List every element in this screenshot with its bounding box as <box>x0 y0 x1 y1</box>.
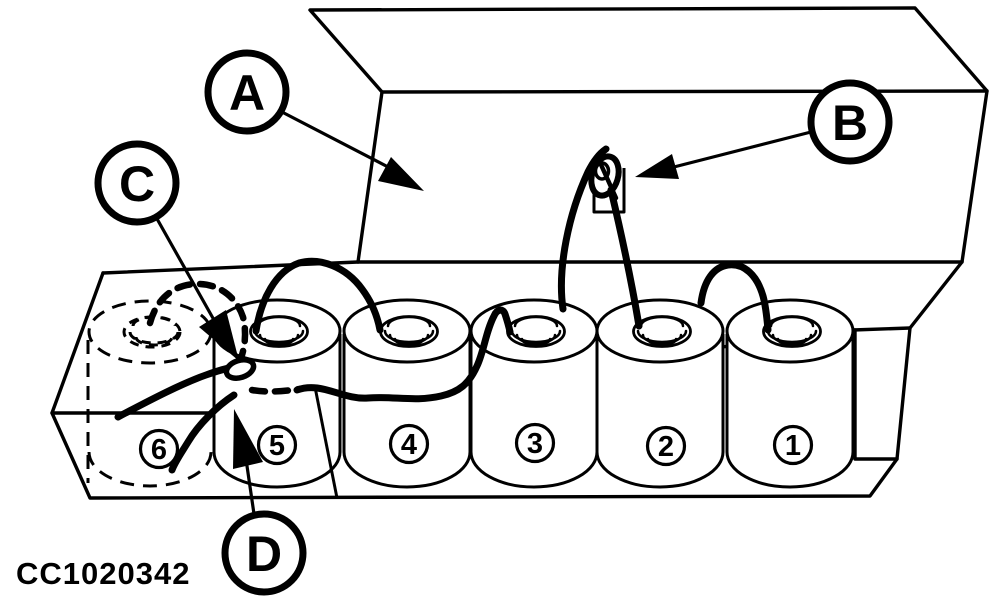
cylinder-number-3: 3 <box>514 422 556 464</box>
wire-cyl5-to-cyl4 <box>252 257 384 335</box>
callout-a-arrowhead <box>378 157 424 191</box>
callout-a-circle <box>204 49 290 135</box>
callout-b-circle <box>807 79 893 165</box>
wire-tail-lower <box>168 391 238 474</box>
callout-d-arrowhead <box>233 409 263 469</box>
cylinder-number-2: 2 <box>645 425 687 467</box>
callout-a-label: A <box>229 65 265 121</box>
wire-eyelet-to-cyl2 <box>607 186 643 330</box>
callout-d-label: D <box>246 526 282 582</box>
callout-c-circle <box>94 140 180 226</box>
callout-d-circle <box>221 510 307 596</box>
cylinder-5-number: 5 <box>269 430 285 462</box>
wire-cyl3-to-eyelet <box>557 145 610 313</box>
wire-eyelet-c <box>223 357 257 381</box>
cylinder-number-1: 1 <box>772 424 814 466</box>
cylinder-4-number: 4 <box>401 429 417 461</box>
callout-c-arrowhead <box>199 310 239 361</box>
cylinder-2-number: 2 <box>658 431 674 463</box>
wire-front-to-cyl3 <box>293 306 514 403</box>
callout-c-label: C <box>119 156 155 212</box>
cylinder-3-number: 3 <box>527 428 543 460</box>
callout-b-leader <box>668 130 813 170</box>
callout-b: B <box>635 79 893 179</box>
cylinder-number-5: 5 <box>256 424 298 466</box>
figure-code-label: CC1020342 <box>16 556 190 591</box>
wire-eyelet-b <box>588 153 626 214</box>
callout-b-label: B <box>832 95 868 151</box>
callout-c-leader <box>154 215 216 322</box>
wire-cyl2-to-cyl1 <box>697 261 772 334</box>
cylinder-6-number: 6 <box>151 434 167 466</box>
cylinder-1-number: 1 <box>785 430 801 462</box>
callout-c: C <box>94 140 239 361</box>
cylinder-number-4: 4 <box>388 423 430 465</box>
callout-a: A <box>204 49 424 191</box>
callout-d: D <box>221 409 307 596</box>
spark-wires <box>114 145 772 474</box>
cylinder-6-phantom <box>86 299 213 488</box>
callout-b-arrowhead <box>635 154 679 179</box>
callout-d-leader <box>245 464 256 516</box>
wire-hidden-cyl6 <box>146 280 249 362</box>
cylinder-number-6: 6 <box>138 428 180 470</box>
callout-a-leader <box>280 110 394 171</box>
block-front-crease <box>313 386 339 499</box>
